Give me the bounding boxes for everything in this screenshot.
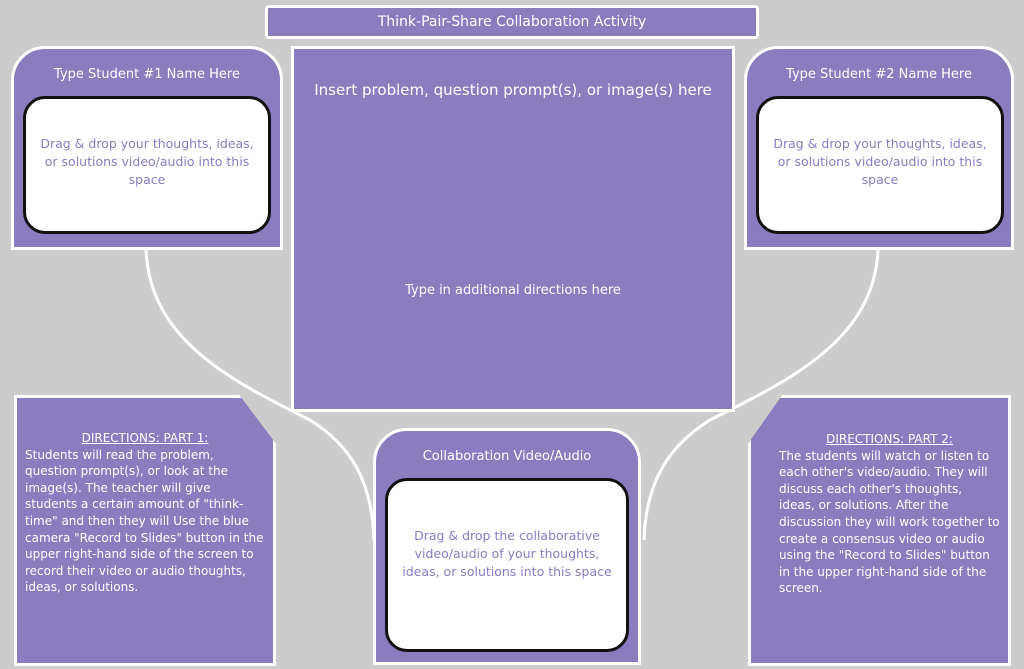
directions-part-2[interactable]: DIRECTIONS: PART 2: The students will wa… [748,395,1011,666]
directions-part-1-heading: DIRECTIONS: PART 1: [81,431,209,445]
student-2-card: Type Student #2 Name Here Drag & drop yo… [744,46,1014,250]
problem-prompt-text[interactable]: Insert problem, question prompt(s), or i… [314,81,712,99]
directions-part-2-body: The students will watch or listen to eac… [779,448,1000,596]
activity-title-text: Think-Pair-Share Collaboration Activity [377,14,647,30]
student-1-drop-zone[interactable]: Drag & drop your thoughts, ideas, or sol… [23,96,271,234]
student-1-card: Type Student #1 Name Here Drag & drop yo… [11,46,283,250]
collaboration-drop-text: Drag & drop the collaborative video/audi… [402,528,612,579]
student-2-name-field[interactable]: Type Student #2 Name Here [786,67,972,82]
student-2-drop-text: Drag & drop your thoughts, ideas, or sol… [773,136,987,187]
student-1-name-field[interactable]: Type Student #1 Name Here [54,67,240,82]
activity-title[interactable]: Think-Pair-Share Collaboration Activity [265,5,759,39]
directions-part-1[interactable]: DIRECTIONS: PART 1: Students will read t… [14,395,276,666]
student-2-drop-zone[interactable]: Drag & drop your thoughts, ideas, or sol… [756,96,1004,234]
collaboration-title[interactable]: Collaboration Video/Audio [422,449,592,464]
student-1-drop-text: Drag & drop your thoughts, ideas, or sol… [40,136,254,187]
problem-panel[interactable]: Insert problem, question prompt(s), or i… [291,46,735,412]
collaboration-drop-zone[interactable]: Drag & drop the collaborative video/audi… [385,478,629,652]
directions-part-2-heading: DIRECTIONS: PART 2: [826,432,953,446]
additional-directions-text[interactable]: Type in additional directions here [405,283,621,298]
collaboration-card: Collaboration Video/Audio Drag & drop th… [373,428,641,665]
connector-right [642,249,880,541]
connector-left [144,249,376,541]
directions-part-1-body: Students will read the problem, question… [25,447,264,595]
